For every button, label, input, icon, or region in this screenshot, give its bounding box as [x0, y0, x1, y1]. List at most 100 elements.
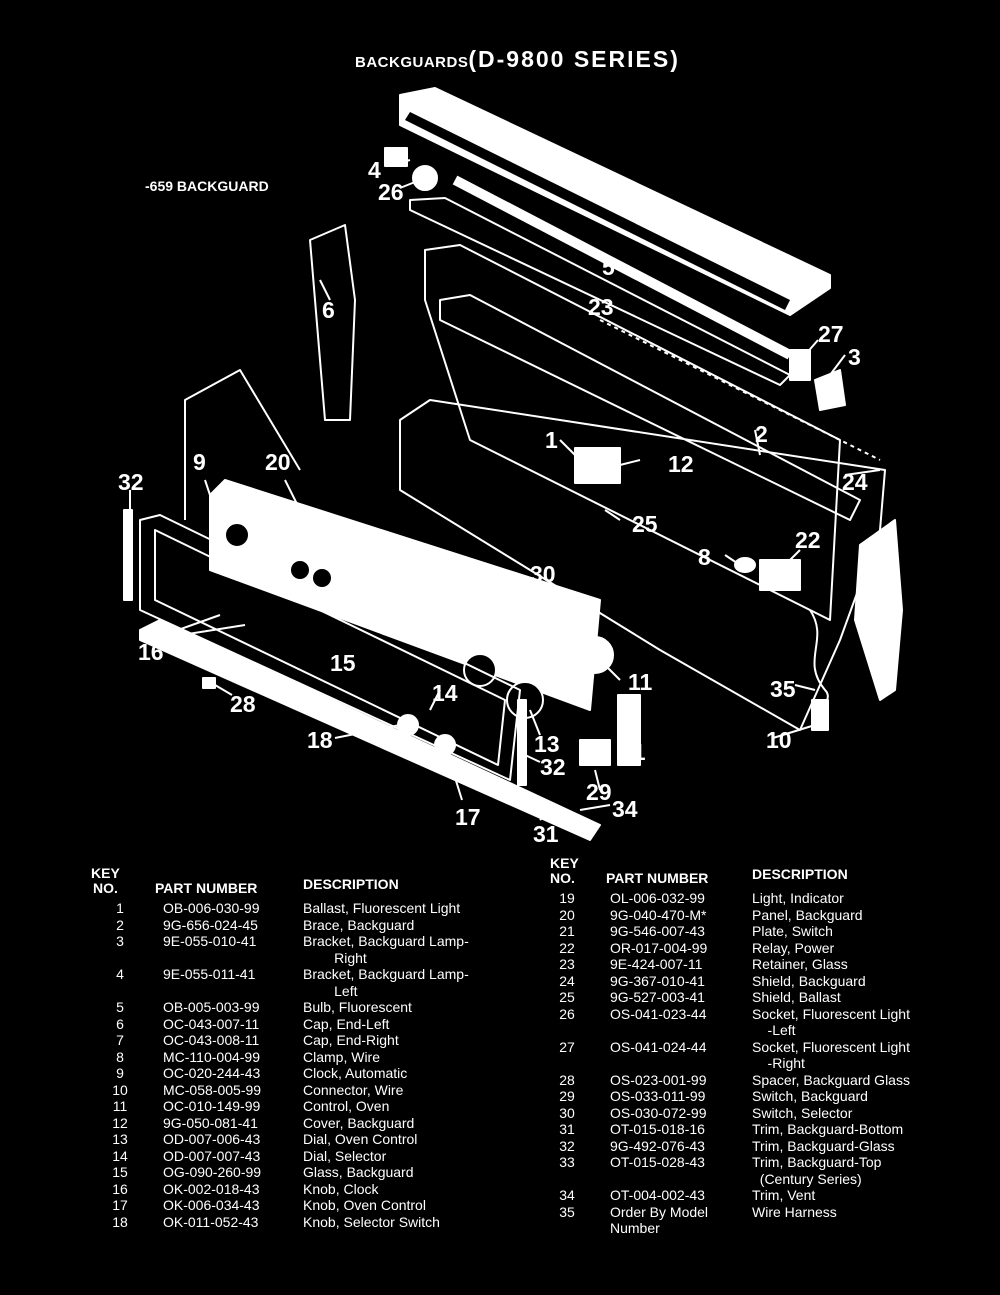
part-key: 12 — [112, 1114, 128, 1131]
part-description: Socket, Fluorescent Light -Right — [752, 1038, 910, 1072]
part-end-cap-right — [854, 519, 903, 701]
part-number: 9G-546-007-43 — [610, 923, 705, 939]
part-key: 5 — [116, 999, 124, 1015]
part-description: Cover, Backguard — [303, 1114, 415, 1131]
table-header: KEY NO. PART NUMBER DESCRIPTION — [540, 856, 960, 890]
part-key: 14 — [112, 1147, 128, 1164]
part-backguard-switch — [579, 739, 611, 766]
part-number: 9G-656-024-45 — [163, 916, 258, 933]
part-selector-switch — [539, 614, 571, 661]
title-prefix: BACKGUARDS — [355, 54, 469, 71]
callout-22: 22 — [795, 527, 821, 553]
part-oven-control-knob — [434, 734, 456, 756]
part-number: OC-020-244-43 — [163, 1065, 261, 1081]
part-description: Cap, End-Left — [303, 1015, 390, 1032]
part-glass-trim-right — [517, 699, 527, 786]
part-number: OK-011-052-43 — [163, 1213, 259, 1230]
callout-30: 30 — [530, 561, 556, 587]
callout-26: 26 — [378, 179, 404, 205]
part-key: 22 — [559, 939, 575, 956]
callout-9: 9 — [193, 449, 206, 475]
part-number: 9E-424-007-11 — [610, 956, 703, 972]
part-number: OS-023-001-99 — [610, 1071, 707, 1088]
part-key: 27 — [559, 1038, 575, 1055]
part-description: Ballast, Fluorescent Light — [303, 900, 461, 916]
part-description: Glass, Backguard — [303, 1164, 414, 1180]
part-key: 8 — [116, 1048, 124, 1065]
part-description: Bracket, Backguard Lamp- Right — [303, 933, 469, 966]
part-number: 9E-055-010-41 — [163, 933, 257, 949]
callout-8: 8 — [698, 544, 711, 570]
part-description: Trim, Backguard-Glass — [752, 1137, 895, 1154]
callout-20: 20 — [265, 449, 291, 475]
part-key: 33 — [559, 1154, 575, 1170]
part-number: MC-058-005-99 — [163, 1081, 262, 1098]
part-description: Plate, Switch — [752, 923, 833, 939]
part-number: Order By Model Number — [610, 1203, 709, 1237]
part-number: OT-015-018-16 — [610, 1121, 705, 1137]
part-key: 15 — [112, 1164, 128, 1180]
part-number: OK-002-018-43 — [163, 1180, 260, 1197]
part-backguard-glass — [139, 514, 521, 781]
header-part-number: PART NUMBER — [606, 870, 709, 886]
panel-brand-text: Jenn-Air — [250, 551, 272, 557]
part-clock-wire — [184, 369, 301, 520]
callout-28: 28 — [230, 691, 256, 717]
part-key: 20 — [559, 906, 575, 923]
callout-25: 25 — [632, 511, 658, 537]
part-indicator-light — [504, 599, 526, 623]
part-lamp-socket-left — [412, 165, 438, 191]
part-key: 23 — [559, 956, 575, 972]
part-number: OR-017-004-99 — [610, 939, 708, 956]
callout-17: 17 — [455, 804, 481, 830]
panel-dial-2 — [311, 567, 333, 589]
part-number: 9E-055-011-41 — [163, 966, 256, 982]
callout-21: 21 — [620, 739, 646, 765]
part-key: 11 — [112, 1098, 128, 1114]
callout-13: 13 — [534, 731, 560, 757]
part-description: Trim, Backguard-Top (Century Series) — [752, 1154, 882, 1187]
variant-label: -659 BACKGUARD — [145, 178, 269, 194]
title-series: (D-9800 SERIES) — [468, 46, 680, 72]
callout-14: 14 — [432, 680, 458, 706]
part-description: Trim, Backguard-Bottom — [752, 1121, 904, 1137]
part-number: 9G-367-010-41 — [610, 972, 705, 989]
part-description: Control, Oven — [303, 1098, 390, 1114]
part-number: OS-033-011-99 — [610, 1088, 706, 1104]
callout-11: 11 — [628, 669, 653, 695]
part-description: Clamp, Wire — [303, 1048, 381, 1065]
part-description: Bulb, Fluorescent — [303, 999, 412, 1015]
part-key: 17 — [112, 1197, 128, 1213]
part-key: 13 — [112, 1131, 128, 1147]
callout-15: 15 — [330, 650, 356, 676]
part-number: OD-007-006-43 — [163, 1131, 261, 1147]
part-glass-spacer — [202, 677, 216, 689]
part-key: 29 — [559, 1088, 575, 1104]
part-key: 30 — [559, 1104, 575, 1121]
diagram-title: BACKGUARDS(D-9800 SERIES) — [355, 46, 680, 73]
callout-6: 6 — [322, 297, 335, 323]
part-selector-knob — [397, 714, 419, 736]
part-lamp-bracket-right — [814, 369, 846, 411]
callout-4: 4 — [368, 157, 381, 183]
part-number: OB-005-003-99 — [163, 999, 260, 1015]
